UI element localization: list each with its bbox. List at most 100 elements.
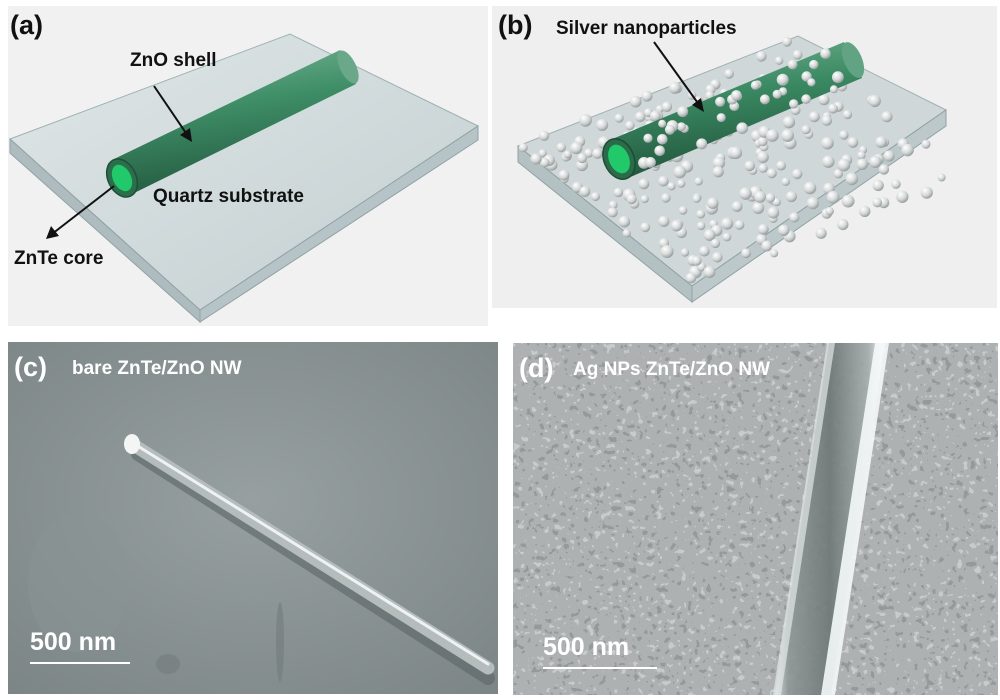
silver-nanoparticle — [640, 195, 649, 204]
silver-nanoparticle — [774, 56, 784, 65]
silver-nanoparticle — [626, 194, 637, 205]
ag-coated-nanowire — [775, 343, 885, 695]
silver-nanoparticle — [579, 186, 591, 197]
silver-nanoparticle — [782, 36, 792, 47]
silver-nanoparticle — [691, 256, 702, 266]
silver-nanoparticle — [859, 205, 871, 217]
silver-nanoparticle — [660, 245, 674, 258]
silver-nanoparticle — [538, 149, 547, 158]
panel-c-sem-image: (c) bare ZnTe/ZnO NW 500 nm — [8, 342, 498, 694]
silver-nanoparticle — [658, 175, 669, 187]
nanoparticles-arrowhead — [692, 98, 704, 112]
silver-nanoparticle — [821, 136, 834, 150]
silver-nanoparticle — [703, 229, 716, 241]
ag-nanoparticle-texture — [513, 343, 998, 695]
nanowire-bright-edge — [821, 343, 889, 695]
silver-nanoparticle — [792, 49, 803, 60]
silver-nanoparticle — [596, 119, 609, 131]
silver-nanoparticles-on-wire — [638, 48, 844, 169]
surface-blemish — [28, 512, 128, 652]
zno-shell-arrowhead — [180, 128, 192, 142]
silver-nanoparticle — [847, 137, 859, 148]
silver-nanoparticle — [658, 215, 670, 227]
silver-nanoparticle — [664, 124, 675, 135]
silver-nanoparticle — [776, 160, 786, 171]
silver-nanoparticle — [845, 172, 859, 186]
silver-nanoparticle — [710, 238, 721, 249]
znte-core-label: ZnTe core — [14, 248, 104, 269]
silver-nanoparticle — [841, 194, 855, 208]
silver-nanoparticle — [592, 148, 603, 159]
nanowire-left-edge — [773, 343, 835, 695]
silver-nanoparticle — [809, 111, 820, 123]
panel-b-label: (b) — [498, 10, 533, 40]
panel-c-drawing — [8, 342, 498, 694]
silver-nanoparticle — [622, 229, 631, 238]
panel-c-scale-label: 500 nm — [30, 628, 117, 656]
silver-nanoparticle — [757, 136, 768, 147]
silver-nanoparticle — [696, 209, 706, 219]
silver-nanoparticle — [712, 156, 726, 170]
silver-nanoparticle — [707, 197, 719, 209]
silver-nanoparticle — [872, 179, 884, 192]
silver-nanoparticle — [837, 158, 851, 172]
silver-nanoparticle — [829, 85, 838, 94]
silver-nanoparticle — [766, 129, 779, 142]
nanowire-edge-highlight — [126, 438, 490, 666]
silver-nanoparticle — [678, 206, 688, 215]
silver-nanoparticle — [856, 158, 868, 170]
silver-nanoparticle — [579, 113, 592, 127]
panel-d-label: (d) — [519, 353, 554, 383]
silver-nanoparticle — [645, 157, 656, 168]
silver-nanoparticle — [667, 182, 676, 191]
nanowire-tip — [124, 434, 140, 454]
silver-nanoparticle — [591, 192, 600, 202]
silver-nanoparticle — [921, 139, 931, 149]
silver-nanoparticle — [744, 160, 755, 172]
silver-nanoparticle — [809, 59, 819, 70]
silver-nanoparticle — [712, 166, 724, 178]
quartz-substrate-label: Quartz substrate — [153, 186, 304, 207]
silver-nanoparticle — [538, 130, 550, 141]
quartz-substrate-side — [199, 125, 479, 323]
silver-nanoparticle — [731, 201, 743, 212]
znte-core-disk — [111, 164, 133, 192]
silver-nanoparticle — [724, 68, 734, 79]
silver-nanoparticle — [878, 164, 890, 175]
silver-nanoparticle — [920, 186, 933, 199]
zno-shell-nanowire — [112, 50, 356, 196]
silver-nanoparticle — [822, 155, 835, 168]
silver-nanoparticle — [750, 80, 760, 90]
silver-nanoparticle — [613, 187, 624, 198]
silver-nanoparticle — [530, 153, 542, 165]
silver-nanoparticle — [584, 148, 594, 158]
silver-nanoparticle — [792, 168, 803, 180]
silver-nanoparticle — [703, 266, 716, 278]
silver-nanoparticle — [937, 173, 946, 182]
silver-nanoparticle — [722, 232, 732, 242]
silver-nanoparticle — [820, 48, 831, 59]
silver-nanoparticle — [680, 248, 690, 257]
silver-nanoparticle — [696, 138, 708, 150]
silver-nanoparticle — [721, 217, 734, 230]
panel-b-drawing — [517, 35, 947, 304]
silver-nanoparticle — [661, 101, 673, 113]
silver-nanoparticle — [828, 103, 838, 114]
silver-nanoparticle — [563, 150, 572, 159]
silver-nanoparticle — [868, 94, 881, 108]
silver-nanoparticle — [896, 190, 909, 203]
silver-nanoparticle — [782, 116, 796, 129]
silver-nanoparticle — [756, 51, 767, 62]
bare-nanowire — [125, 437, 495, 675]
silver-nanoparticle — [539, 157, 550, 168]
silver-nanoparticle — [699, 245, 710, 257]
silver-nanoparticle — [556, 142, 566, 153]
silver-nanoparticles-label: Silver nanoparticles — [556, 18, 737, 39]
panel-d-caption: Ag NPs ZnTe/ZnO NW — [573, 359, 771, 380]
silver-nanoparticle — [875, 136, 887, 148]
znte-core-arrow — [51, 185, 115, 235]
silver-nanoparticle — [801, 94, 811, 104]
silver-nanoparticle — [734, 220, 745, 230]
silver-nanoparticle — [825, 206, 834, 216]
silver-nanoparticle — [776, 73, 789, 86]
